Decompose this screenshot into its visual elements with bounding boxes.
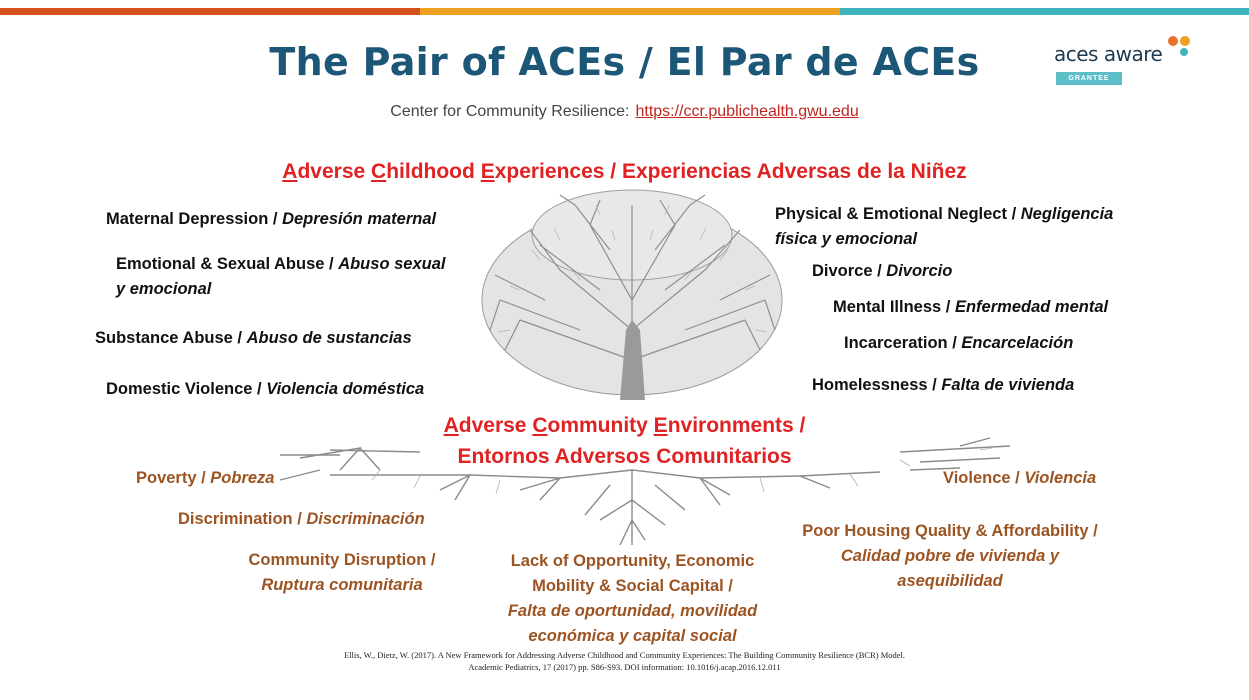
community-heading: Adverse Community Environments /Entornos… xyxy=(443,414,806,468)
community-poverty: Poverty / Pobreza xyxy=(136,469,275,487)
community-discrimination: Discrimination / Discriminación xyxy=(178,510,425,528)
slide-title: The Pair of ACEs / El Par de ACEs xyxy=(269,40,980,84)
citation-line-2: Academic Pediatrics, 17 (2017) pp. S86-S… xyxy=(468,662,781,672)
ccr-link[interactable]: https://ccr.publichealth.gwu.edu xyxy=(635,103,859,120)
ace-neglect: Physical & Emotional Neglect / Negligenc… xyxy=(775,205,1114,248)
bar-segment-yellow xyxy=(420,8,840,15)
subtitle-prefix: Center for Community Resilience: xyxy=(390,103,630,120)
tree-canopy xyxy=(481,189,783,396)
logo-dot-yellow xyxy=(1180,36,1190,46)
bar-segment-orange xyxy=(0,8,420,15)
citation: Ellis, W., Dietz, W. (2017). A New Frame… xyxy=(0,649,1249,673)
tree-roots xyxy=(279,437,1011,546)
slide-subtitle: Center for Community Resilience: https://… xyxy=(0,103,1249,121)
community-poor-housing: Poor Housing Quality & Affordability /Ca… xyxy=(802,522,1098,590)
logo-badge: GRANTEE xyxy=(1056,72,1122,85)
community-disruption: Community Disruption /Ruptura comunitari… xyxy=(248,551,436,594)
ace-domestic-violence: Domestic Violence / Violencia doméstica xyxy=(106,380,425,398)
ace-homelessness: Homelessness / Falta de vivienda xyxy=(812,376,1075,394)
ace-maternal-depression: Maternal Depression / Depresión maternal xyxy=(106,210,437,228)
childhood-heading: Adverse Childhood Experiences / Experien… xyxy=(282,160,967,183)
ace-substance-abuse: Substance Abuse / Abuso de sustancias xyxy=(95,329,412,347)
citation-line-1: Ellis, W., Dietz, W. (2017). A New Frame… xyxy=(343,650,906,660)
logo-text: aces aware xyxy=(1054,42,1163,66)
ace-incarceration: Incarceration / Encarcelación xyxy=(844,334,1074,352)
tree-trunk xyxy=(620,320,645,400)
aces-aware-logo: aces aware GRANTEE xyxy=(1050,36,1200,88)
top-color-bar xyxy=(0,8,1249,15)
community-violence: Violence / Violencia xyxy=(943,469,1097,487)
logo-dot-orange xyxy=(1168,36,1178,46)
ace-divorce: Divorce / Divorcio xyxy=(812,262,953,280)
logo-dot-teal xyxy=(1180,48,1188,56)
ace-mental-illness: Mental Illness / Enfermedad mental xyxy=(833,298,1109,316)
bar-segment-teal xyxy=(840,8,1249,15)
